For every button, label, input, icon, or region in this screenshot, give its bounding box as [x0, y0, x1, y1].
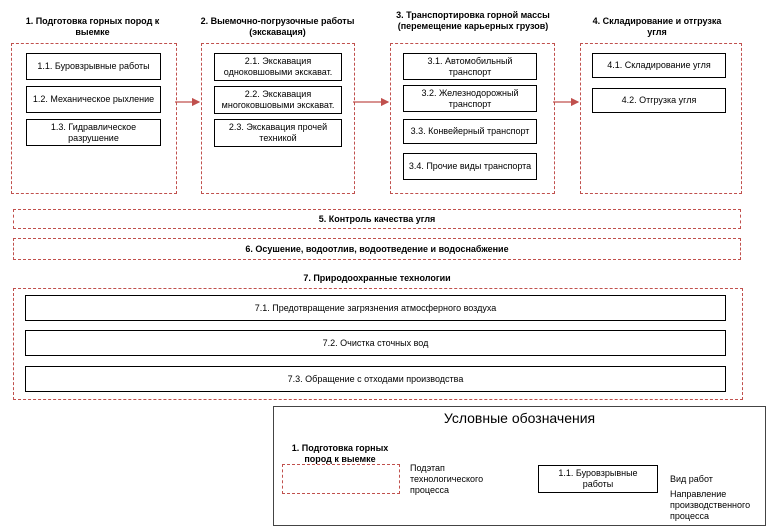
- work-box-3-2: 3.2. Железнодорожный транспорт: [403, 85, 537, 112]
- stage-3-title: 3. Транспортировка горной массы (перемещ…: [396, 10, 550, 31]
- band-quality-control: 5. Контроль качества угля: [13, 209, 741, 229]
- stage-1-title: 1. Подготовка горных пород к выемке: [25, 16, 160, 37]
- work-box-3-3: 3.3. Конвейерный транспорт: [403, 119, 537, 144]
- work-box-1-2: 1.2. Механическое рыхление: [26, 86, 161, 113]
- work-box-2-1: 2.1. Экскавация одноковшовыми экскават.: [214, 53, 342, 81]
- work-box-4-1: 4.1. Складирование угля: [592, 53, 726, 78]
- eco-box-7-1: 7.1. Предотвращение загрязнения атмосфер…: [25, 295, 726, 321]
- eco-box-7-3: 7.3. Обращение с отходами производства: [25, 366, 726, 392]
- legend-box-sample: 1.1. Буровзрывные работы: [538, 465, 658, 493]
- legend-title: Условные обозначения: [443, 410, 596, 426]
- eco-box-7-2: 7.2. Очистка сточных вод: [25, 330, 726, 356]
- legend-stage-desc: Подэтап технологического процесса: [410, 463, 484, 495]
- legend-box-desc: Вид работ: [670, 474, 713, 484]
- work-box-1-3: 1.3. Гидравлическое разрушение: [26, 119, 161, 146]
- stage-4-title: 4. Складирование и отгрузка угля: [592, 16, 722, 37]
- eco-title: 7. Природоохранные технологии: [303, 273, 451, 283]
- work-box-3-4: 3.4. Прочие виды транспорта: [403, 153, 537, 180]
- work-box-2-3: 2.3. Экскавация прочей техникой: [214, 119, 342, 147]
- work-box-4-2: 4.2. Отгрузка угля: [592, 88, 726, 113]
- stage-2-title: 2. Выемочно-погрузочные работы (экскавац…: [200, 16, 355, 37]
- legend-arrow-desc: Направление производственного процесса: [670, 489, 751, 521]
- band-drainage: 6. Осушение, водоотлив, водоотведение и …: [13, 238, 741, 260]
- legend-stage-sample: [282, 464, 400, 494]
- work-box-3-1: 3.1. Автомобильный транспорт: [403, 53, 537, 80]
- work-box-1-1: 1.1. Буровзрывные работы: [26, 53, 161, 80]
- work-box-2-2: 2.2. Экскавация многоковшовыми экскават.: [214, 86, 342, 114]
- legend-stage-title: 1. Подготовка горных пород к выемке: [291, 443, 389, 464]
